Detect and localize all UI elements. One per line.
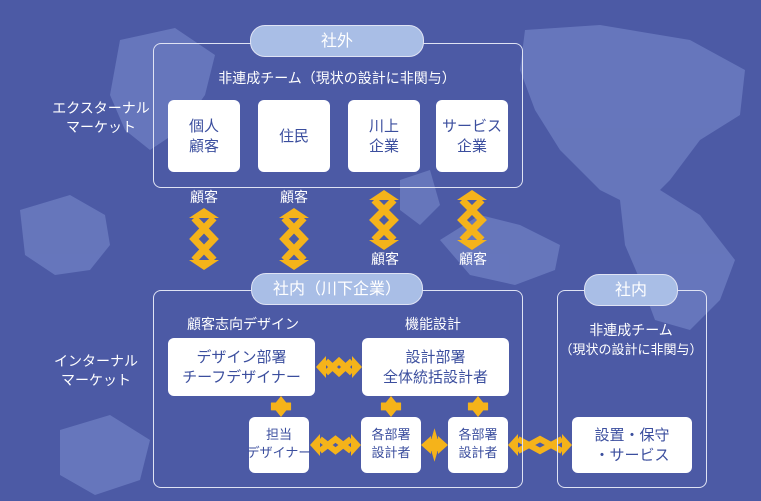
- internal-pill: 社内（川下企業）: [251, 273, 423, 305]
- customer-arrow-3-head-bottom: [369, 240, 399, 250]
- internal-market-label-line1: インターナル: [54, 354, 138, 370]
- box-line1: サービス: [441, 116, 502, 135]
- external-box-upstream-company: 川上企業: [348, 100, 420, 172]
- customer-label-1: 顧客: [190, 190, 218, 206]
- inhouse-pill: 社内: [584, 274, 678, 306]
- customer-arrow-1-head-bottom: [189, 260, 219, 270]
- box-line1: 担当: [265, 428, 292, 444]
- customer-arrow-2-head-top: [279, 208, 309, 218]
- customer-arrow-1-head-top: [189, 208, 219, 218]
- dept2-service-arrow-shaft: [516, 435, 564, 455]
- customer-arrow-4-head-bottom: [457, 240, 487, 250]
- box-line1: 各部署: [458, 428, 498, 444]
- design-engineering-arrow-shaft: [323, 356, 355, 378]
- dept2-service-arrow-head-left: [508, 434, 518, 456]
- internal-market-label: インターナル マーケット: [46, 353, 146, 391]
- engineering-to-dept2-arrow-shaft: [467, 402, 489, 411]
- box-line1: 個人: [188, 116, 219, 135]
- world-map-background: [20, 25, 745, 495]
- department-engineer-box-1: 各部署設計者: [361, 417, 421, 473]
- customer-arrow-4-head-top: [457, 190, 487, 200]
- internal-heading-left: 顧客志向デザイン: [187, 317, 299, 333]
- arrows-layer: [189, 190, 572, 462]
- box-line2: 全体統括設計者: [382, 368, 488, 386]
- dept2-service-arrow-head-right: [562, 434, 572, 456]
- external-market-label: エクスターナル マーケット: [46, 100, 156, 138]
- inhouse-heading-line1: 非連成チーム: [589, 323, 673, 339]
- inhouse-heading-line2: （現状の設計に非関与）: [559, 342, 703, 358]
- design-department-box: デザイン部署チーフデザイナー: [168, 338, 315, 396]
- box-line2: チーフデザイナー: [182, 368, 301, 386]
- external-box-individual-customer: 個人顧客: [168, 100, 240, 172]
- assigned-dept1-arrow-head-right: [351, 434, 361, 456]
- external-box-residents: 住民: [258, 100, 330, 172]
- box-line2: 企業: [368, 137, 399, 155]
- assigned-designer-box: 担当デザイナー: [246, 417, 312, 473]
- assigned-dept1-arrow-head-left: [310, 434, 320, 456]
- box-line1: 川上: [368, 116, 399, 135]
- box-line1: 設置・保守: [594, 425, 670, 444]
- external-heading: 非連成チーム（現状の設計に非関与）: [218, 71, 456, 87]
- engineering-department-box: 設計部署全体統括設計者: [362, 338, 509, 396]
- box-line2: 顧客: [188, 137, 219, 155]
- internal-heading-right: 機能設計: [405, 317, 461, 333]
- design-engineering-arrow-head-right: [352, 356, 362, 378]
- internal-market-label-line2: マーケット: [61, 372, 131, 389]
- box-line2: ・サービス: [594, 446, 670, 464]
- box-line2: デザイナー: [246, 446, 312, 461]
- customer-arrow-2-head-bottom: [279, 260, 309, 270]
- dept1-dept2-arrow-shaft: [428, 428, 441, 462]
- customer-arrow-2-shaft: [279, 215, 309, 263]
- installation-maintenance-service-box: 設置・保守・サービス: [572, 417, 692, 473]
- customer-label-4: 顧客: [459, 252, 487, 268]
- box-line2: 設計者: [371, 446, 411, 461]
- customer-arrow-3-head-top: [369, 190, 399, 200]
- box-line1: デザイン部署: [196, 347, 287, 366]
- customer-arrow-1-shaft: [189, 215, 219, 263]
- engineering-to-dept1-arrow-shaft: [380, 402, 402, 411]
- box-line1: 各部署: [371, 428, 411, 444]
- customer-arrow-4-shaft: [457, 197, 487, 243]
- box-line1: 設計部署: [405, 347, 466, 366]
- external-market-label-line2: マーケット: [66, 119, 136, 136]
- department-engineer-box-2: 各部署設計者: [448, 417, 508, 473]
- assigned-dept1-arrow-shaft: [318, 435, 353, 455]
- inhouse-heading: 非連成チーム （現状の設計に非関与）: [557, 322, 705, 360]
- design-to-assigned-arrow-shaft: [270, 402, 292, 411]
- customer-label-2: 顧客: [280, 190, 308, 206]
- external-market-label-line1: エクスターナル: [52, 101, 150, 117]
- customer-label-3: 顧客: [371, 252, 399, 268]
- box-line2: 設計者: [458, 446, 498, 461]
- external-pill: 社外: [250, 25, 424, 57]
- box-line2: 企業: [456, 137, 487, 155]
- customer-arrow-3-shaft: [369, 197, 399, 243]
- external-box-service-company: サービス企業: [436, 100, 508, 172]
- box-line1: 住民: [278, 126, 309, 145]
- design-engineering-arrow-head-left: [316, 356, 326, 378]
